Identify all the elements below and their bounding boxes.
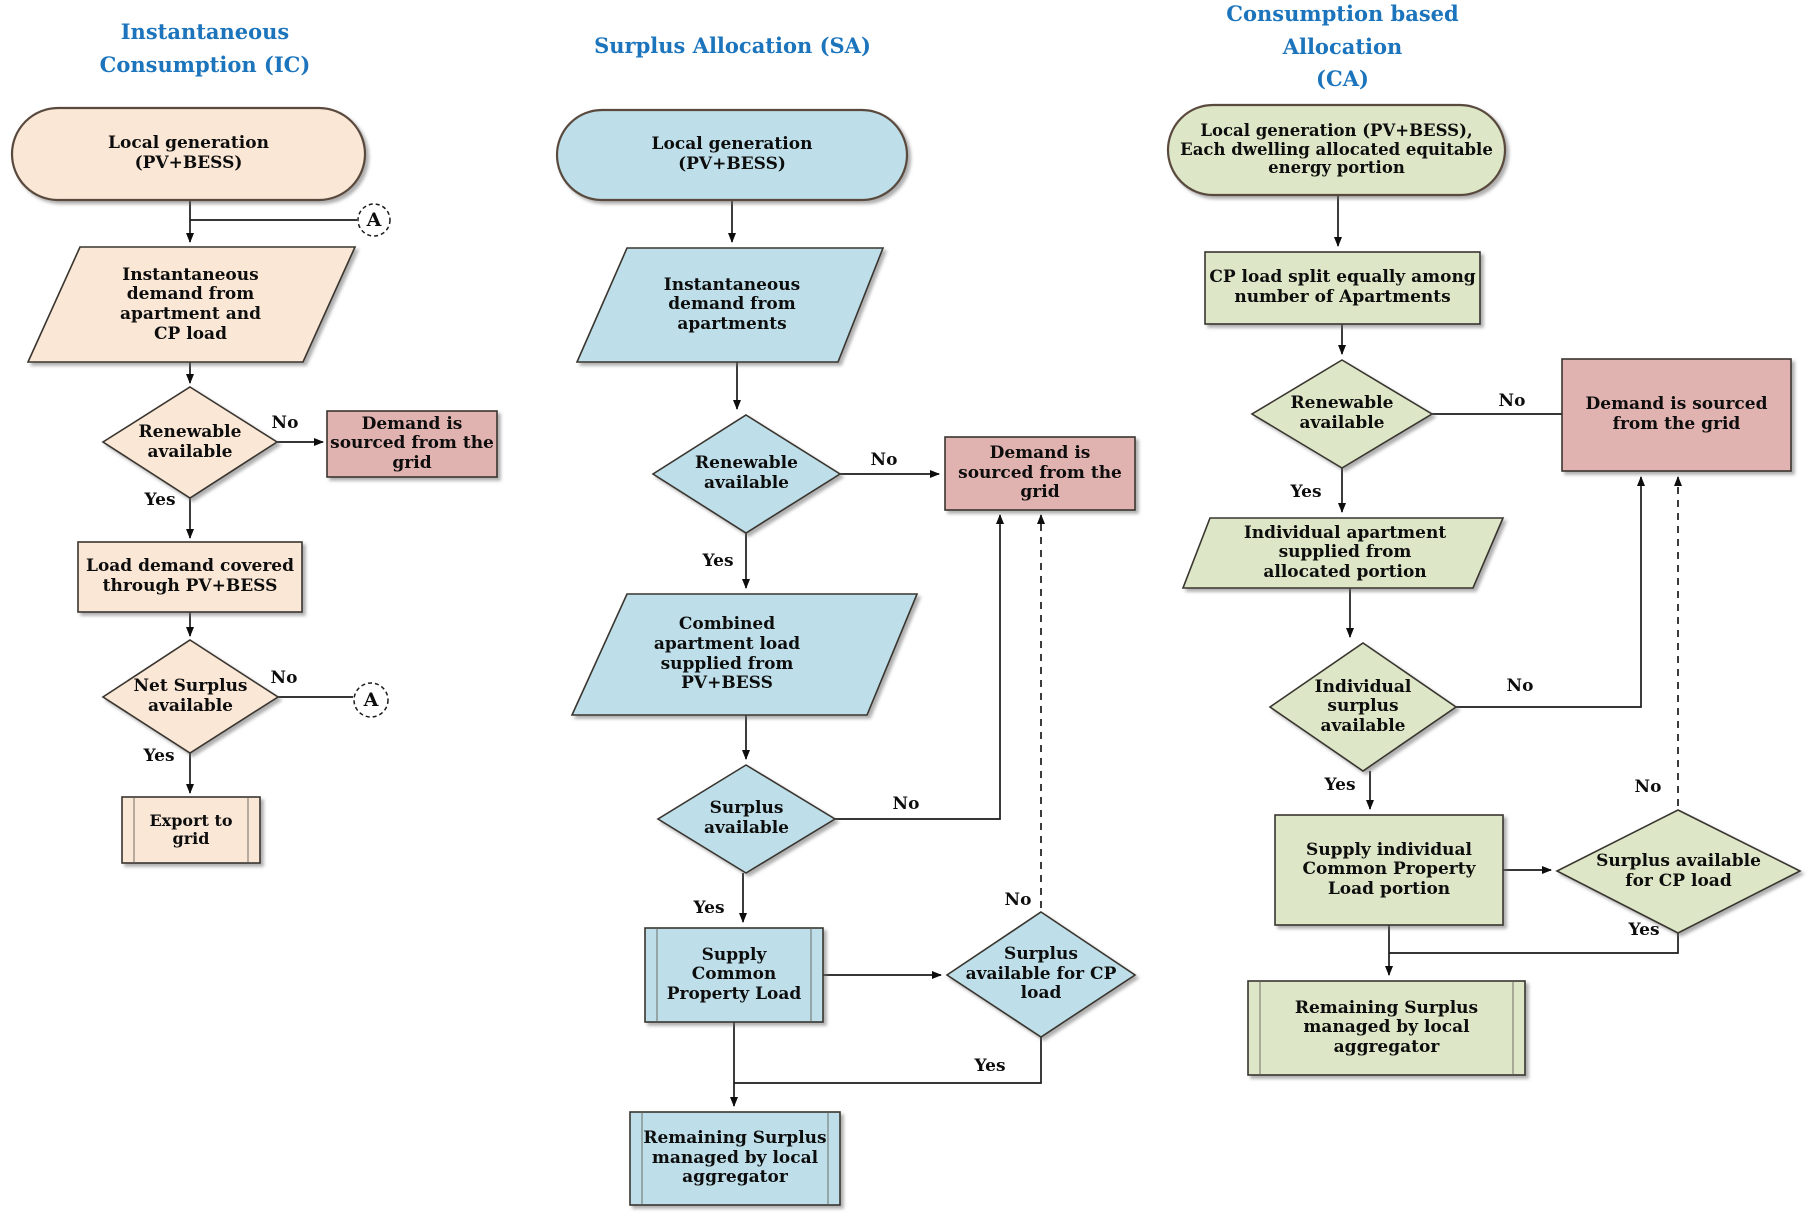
sa-no-3: No [1004,890,1032,910]
ca-remaining-label: Remaining Surplus managed by local aggre… [1294,997,1479,1057]
ic-export-label: Export to grid [149,810,233,848]
sa-remaining-label: Remaining Surplus managed by local aggre… [643,1128,827,1188]
ic-export-box [121,796,261,864]
ic-column-title: Instantaneous Consumption (IC) [99,19,311,77]
ca-no-2: No [1506,676,1534,696]
ca-individual-parallelogram [1181,517,1505,589]
ic-load-label: Load demand covered through PV+BESS [85,556,295,596]
sa-surplus-diamond [656,764,837,874]
ca-indsurplus-diamond [1268,642,1458,772]
sa-grid-label: Demand is sourced from the grid [958,443,1122,503]
ic-renewable-diamond [101,386,279,499]
ic-grid-box [326,410,498,478]
ic-yes-1: Yes [144,490,176,510]
ca-renewable-diamond [1250,359,1434,469]
sa-remaining-box [629,1111,841,1206]
ca-start-stadium [1166,103,1507,197]
ic-netsurplus-label: Net Surplus available [133,675,248,716]
ic-start-stadium [10,106,367,202]
ic-renewable-label: Renewable available [138,421,242,462]
ca-remaining-box [1247,980,1526,1076]
ca-cp-label: Surplus available for CP load [1596,850,1761,891]
ic-load-box [77,541,303,613]
sa-demand-label: Instantaneous demand from apartments [663,274,801,334]
ca-yes-3: Yes [1628,920,1660,940]
ca-split-box [1204,251,1481,325]
ic-no-2: No [270,668,298,688]
sa-cp-label: Surplus available for CP load [965,944,1117,1004]
ic-yes-2: Yes [143,746,175,766]
ic-grid-label: Demand is sourced from the grid [330,413,494,473]
sa-demand-parallelogram [575,247,885,363]
sa-surplus-label: Surplus available [704,798,789,838]
ca-grid-label: Demand is sourced from the grid [1585,394,1768,434]
sa-no-2: No [892,794,920,814]
ca-grid-box [1561,358,1792,472]
ca-no-1: No [1498,391,1526,411]
sa-yes-1: Yes [702,551,734,571]
sa-start-label: Local generation (PV+BESS) [651,134,813,174]
ic-connector-a2-label: A [363,689,379,711]
sa-yes-3: Yes [974,1056,1006,1076]
ca-split-label: CP load split equally among number of Ap… [1209,267,1476,307]
sa-edge-cp-yes-merge [734,1037,1042,1084]
sa-renewable-diamond [651,414,842,534]
ic-connector-a2-circle [353,682,389,718]
ic-demand-parallelogram [26,246,357,363]
sa-yes-2: Yes [693,898,725,918]
ic-no-1: No [271,413,299,433]
ca-renewable-label: Renewable available [1290,393,1394,433]
sa-no-1: No [870,450,898,470]
sa-start-stadium [555,108,909,202]
sa-column-title: Surplus Allocation (SA) [594,32,871,58]
sa-combined-parallelogram [570,593,919,716]
ca-cp-diamond [1555,809,1802,934]
ic-demand-label: Instantaneous demand from apartment and … [120,264,261,344]
ca-start-label: Local generation (PV+BESS), Each dwellin… [1180,120,1493,178]
ca-edge-cp-yes-merge [1389,933,1679,954]
sa-cp-diamond [945,911,1137,1038]
ca-supply-label: Supply individual Common Property Load p… [1302,839,1476,899]
sa-grid-box [944,436,1136,511]
ca-yes-1: Yes [1290,482,1322,502]
ca-yes-2: Yes [1324,775,1356,795]
sa-supply-box [644,927,824,1023]
ic-connector-a1-label: A [366,209,382,231]
ca-individual-label: Individual apartment supplied from alloc… [1243,522,1447,582]
sa-edge-no-up-grid [835,514,1004,820]
ca-edge-no-up-grid [1456,476,1645,708]
sa-supply-label: Supply Common Property Load [666,944,802,1004]
ca-supply-box [1274,814,1504,926]
ca-indsurplus-label: Individual surplus available [1314,676,1412,736]
ca-no-3: No [1634,777,1662,797]
ic-netsurplus-diamond [101,639,280,754]
ca-column-title: Consumption based Allocation (CA) [1226,1,1459,92]
sa-combined-label: Combined apartment load supplied from PV… [653,614,801,694]
ic-start-label: Local generation (PV+BESS) [108,133,269,173]
ic-connector-a1-circle [357,203,391,237]
sa-renewable-label: Renewable available [695,453,798,493]
